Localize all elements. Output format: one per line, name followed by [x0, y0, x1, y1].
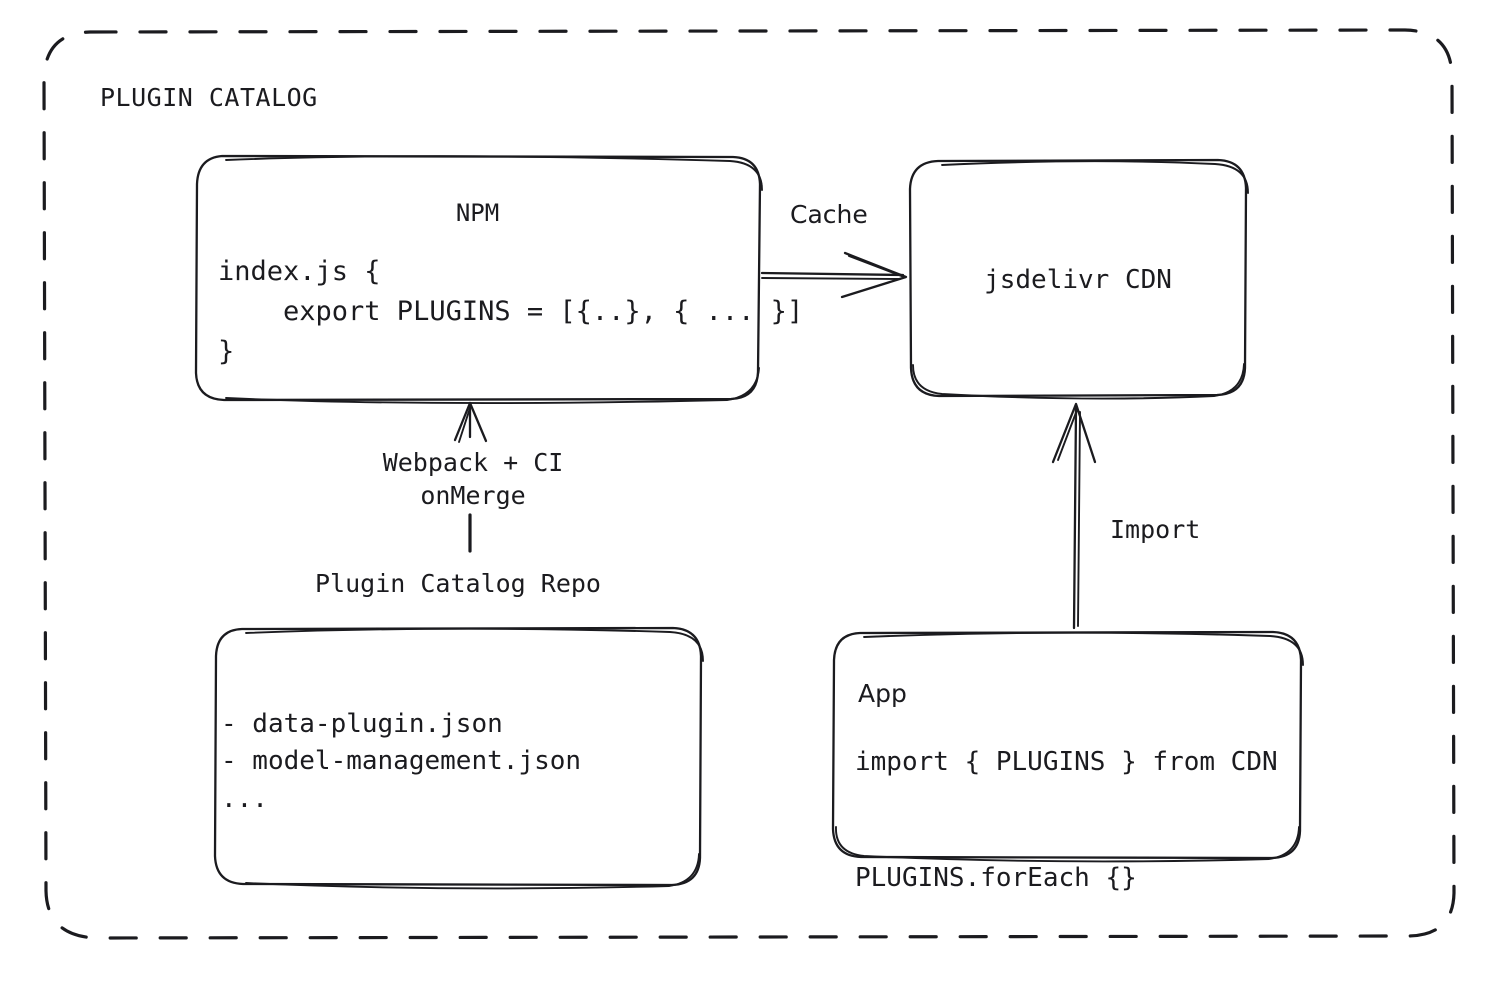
npm-node-title: NPM — [455, 199, 500, 227]
app-node-code: import { PLUGINS } from CDN PLUGINS.forE… — [855, 747, 1278, 894]
repo-node-caption: Plugin Catalog Repo — [315, 569, 601, 598]
import-edge-label: Import — [1110, 515, 1201, 544]
cdn-node-title: jsdelivr CDN — [984, 265, 1172, 295]
repo-node-file-list: - data-plugin.json - model-management.js… — [221, 709, 582, 814]
import-arrow — [1051, 402, 1097, 630]
app-node-title: App — [858, 679, 907, 708]
group-title: PLUGIN CATALOG — [100, 83, 318, 112]
build-edge-label: Webpack + CI onMerge — [382, 448, 564, 511]
npm-node-code: index.js { export PLUGINS = [{..}, { ...… — [218, 256, 804, 367]
cache-edge-label: Cache — [790, 200, 868, 229]
